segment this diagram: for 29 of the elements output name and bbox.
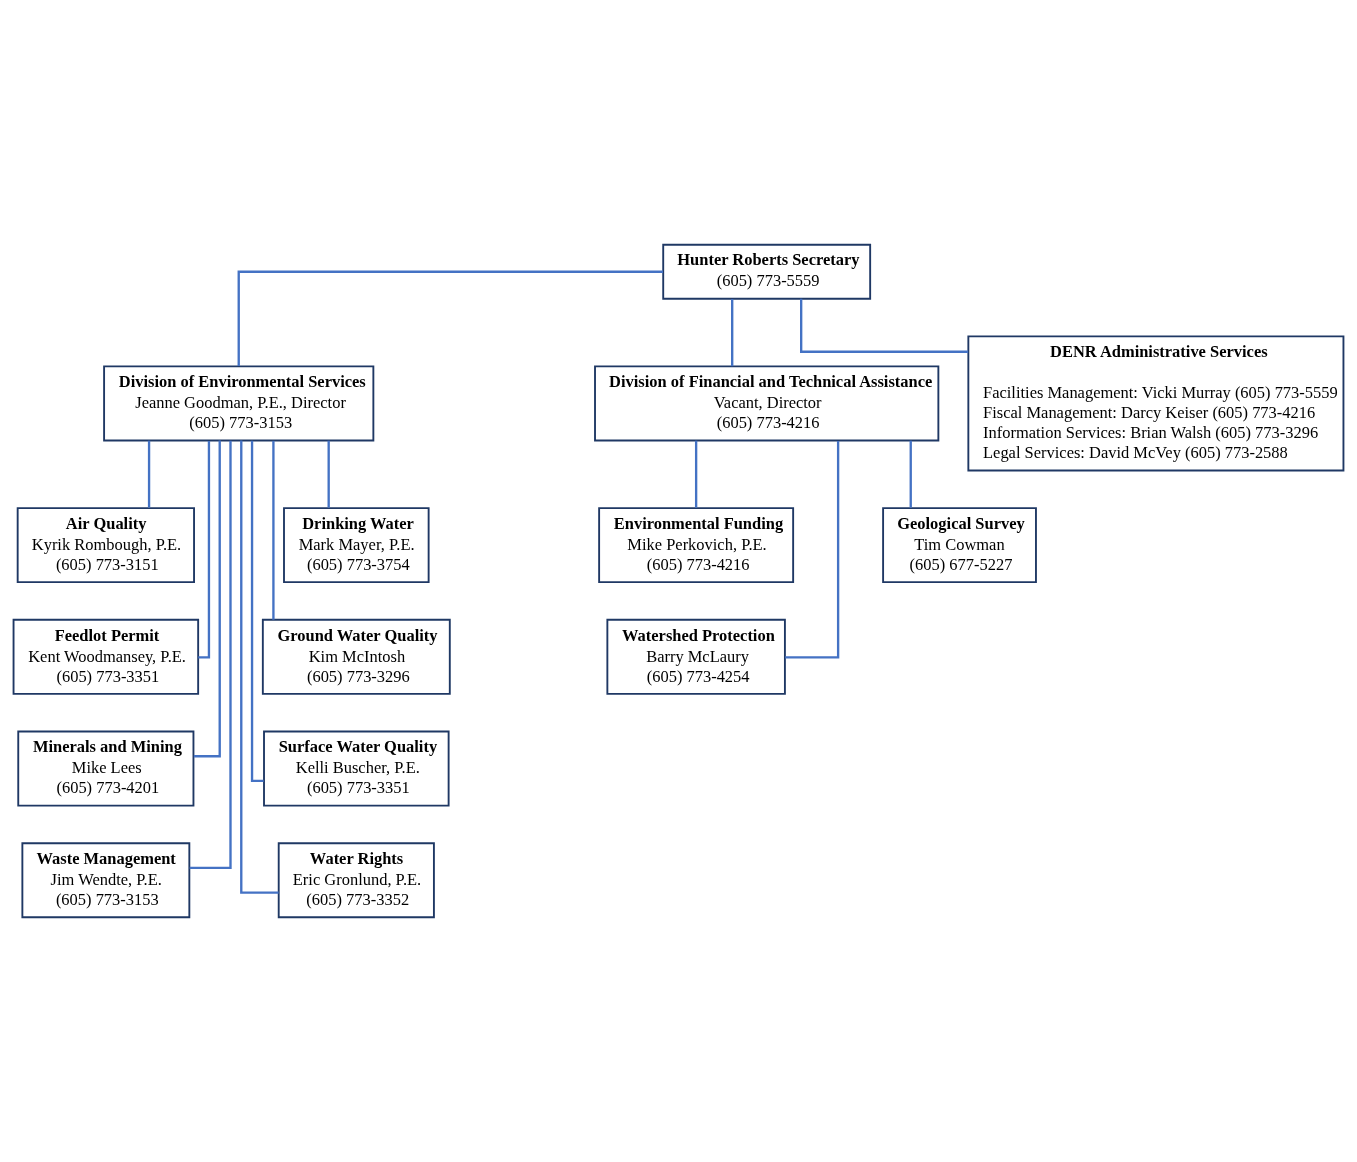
- node-box: Geological Survey Tim Cowman (605) 677-5227: [882, 507, 1037, 584]
- connector: [240, 440, 279, 894]
- connector: [250, 440, 264, 783]
- connector: [800, 298, 969, 353]
- connector: [237, 270, 663, 367]
- node-box: Surface Water Quality Kelli Buscher, P.E. (605) 773-3351: [263, 730, 450, 807]
- node-box: Water Rights Eric Gronlund, P.E. (605) 773-3352: [277, 842, 435, 919]
- node-box: Waste Management Jim Wendte, P.E. (605) 773-3153: [21, 842, 191, 919]
- connector: [189, 440, 232, 870]
- connector: [327, 440, 330, 508]
- node-box: Minerals and Mining Mike Lees (605) 773-4201: [17, 730, 195, 807]
- connector: [731, 299, 734, 367]
- node-box: Division of Financial and Technical Assistance Vacant, Director (605) 773-4216: [594, 365, 940, 442]
- node-box: Hunter Roberts Secretary (605) 773-5559: [662, 243, 872, 300]
- connector: [785, 440, 840, 659]
- connector: [694, 440, 698, 508]
- node-box: Watershed Protection Barry McLaury (605) 773-4254: [606, 618, 786, 695]
- node-box: Ground Water Quality Kim McIntosh (605) 773-3296: [261, 618, 451, 695]
- node-box: Air Quality Kyrik Rombough, P.E. (605) 773-3151: [16, 507, 195, 584]
- connector: [147, 440, 151, 508]
- connector: [909, 440, 912, 508]
- node-box: DENR Administrative Services Facilities Management: Vicki Murray (605) 773-5559 Fiscal Management: Darcy Keiser (605) 773-4216 Information Services: Brian Walsh (605) 773-3296 Legal Services: David McVey (605) 773-2588: [967, 335, 1345, 472]
- node-box: Feedlot Permit Kent Woodmansey, P.E. (605) 773-3351: [12, 618, 200, 695]
- connector: [198, 440, 211, 659]
- node-box: Environmental Funding Mike Perkovich, P.E. (605) 773-4216: [598, 507, 795, 584]
- node-box: Drinking Water Mark Mayer, P.E. (605) 773-3754: [283, 507, 430, 584]
- node-box: Division of Environmental Services Jeanne Goodman, P.E., Director (605) 773-3153: [103, 365, 375, 442]
- connector: [193, 440, 221, 758]
- connector: [272, 440, 275, 620]
